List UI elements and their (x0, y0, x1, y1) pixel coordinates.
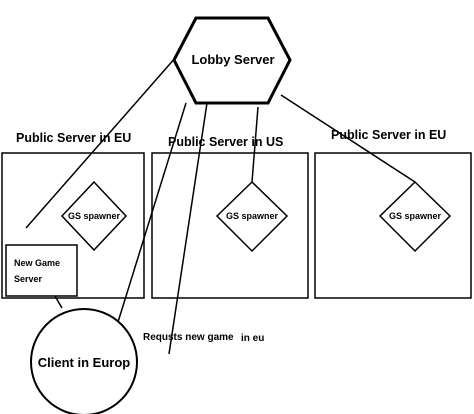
request-note-part1: Requsts new game (143, 332, 234, 343)
gs-spawner-label-eu-1: GS spawner (68, 211, 121, 221)
server-title-eu-1: Public Server in EU (16, 131, 131, 145)
server-box-eu-2 (314, 152, 472, 299)
client-label: Client in Europ (38, 355, 131, 370)
edge-lobby-spawner-us (168, 102, 208, 355)
server-box-us (151, 152, 309, 299)
gs-spawner-diamond-us (215, 180, 289, 253)
gs-spawner-label-us: GS spawner (226, 211, 279, 221)
gs-spawner-diamond-eu-1 (60, 180, 128, 252)
server-box-eu-1 (1, 152, 145, 299)
new-game-server-label-line1: New Game (14, 258, 60, 268)
edge-lobby-spawner-us-direct (251, 106, 259, 183)
new-game-server-label-line2: Server (14, 274, 43, 284)
edge-lobby-spawner-eu1 (25, 56, 177, 229)
gs-spawner-label-eu-2: GS spawner (389, 211, 442, 221)
client-circle (30, 308, 138, 414)
lobby-server-label: Lobby Server (191, 52, 274, 67)
gs-spawner-diamond-eu-2 (378, 180, 452, 253)
connector-lines (25, 56, 416, 355)
edge-lobby-spawner-eu2 (280, 94, 416, 183)
server-title-eu-2: Public Server in EU (331, 128, 446, 142)
request-note-part2: in eu (241, 333, 264, 344)
lobby-server-hexagon (172, 16, 292, 105)
new-game-server-box (5, 244, 78, 297)
server-title-us: Public Server in US (168, 135, 283, 149)
